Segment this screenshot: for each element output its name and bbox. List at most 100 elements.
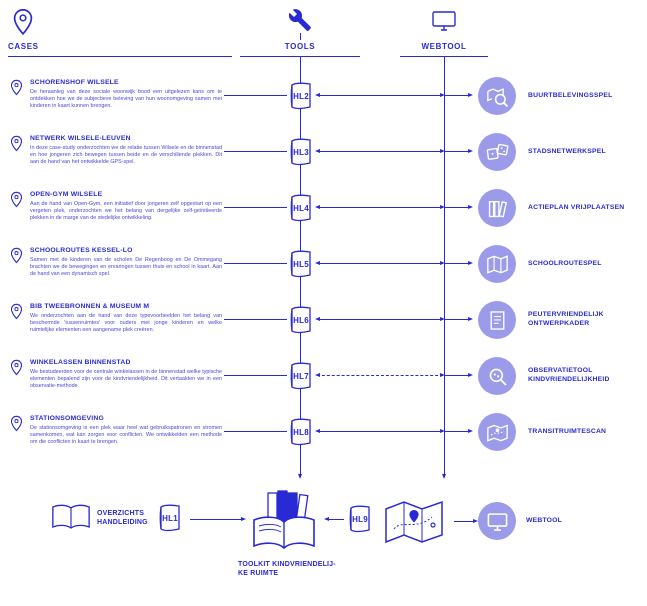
booklet-icon bbox=[290, 250, 311, 278]
hl-tag: HL6 bbox=[287, 305, 313, 335]
case-row: WINKELASSEN BINNENSTAD We bestudeerden v… bbox=[8, 357, 639, 410]
webtool-header-divider bbox=[400, 56, 488, 57]
right-arrow bbox=[445, 93, 473, 97]
hl-tag: HL4 bbox=[287, 193, 313, 223]
tool-label: BUURTBELEVINGSSPEL bbox=[528, 91, 613, 99]
hl-label: HL7 bbox=[293, 371, 309, 381]
tool-bubble bbox=[478, 301, 516, 339]
case-description: Aan de hand van Open-Gym, een initiatief… bbox=[30, 201, 222, 221]
hl-tag: HL9 bbox=[346, 504, 372, 534]
hl-tag: HL5 bbox=[287, 249, 313, 279]
map-pin-icon bbox=[10, 79, 23, 96]
case-description: Samen met de kinderen van de scholen De … bbox=[30, 257, 222, 277]
right-arrow bbox=[445, 205, 473, 209]
two-way-dashed-arrow bbox=[315, 373, 445, 377]
booklet-icon bbox=[159, 504, 180, 532]
map-pin-icon bbox=[10, 359, 23, 376]
tool-label: PEUTERVRIENDELIJK ONTWERPKADER bbox=[528, 311, 604, 327]
tool-bubble bbox=[478, 413, 516, 451]
case-title: NETWERK WILSELE-LEUVEN bbox=[30, 135, 131, 142]
tool-bubble bbox=[478, 77, 516, 115]
map-pin-icon bbox=[10, 135, 23, 152]
two-way-arrow bbox=[315, 93, 445, 97]
right-arrow bbox=[190, 517, 246, 521]
books-icon bbox=[488, 200, 507, 218]
toolkit-label: TOOLKIT KINDVRIENDELIJ-KE RUIMTE bbox=[238, 561, 336, 578]
tools-header: TOOLS bbox=[284, 42, 316, 51]
connector-line bbox=[224, 263, 287, 264]
case-title: BIB TWEEBRONNEN & MUSEUM M bbox=[30, 303, 150, 310]
tool-bubble bbox=[478, 357, 516, 395]
city-map-icon bbox=[385, 500, 443, 544]
hl-tag: HL2 bbox=[287, 81, 313, 111]
observation-magnifier-icon bbox=[489, 368, 507, 386]
hl-tag: HL7 bbox=[287, 361, 313, 391]
case-description: In deze case-study onderzochten we de re… bbox=[30, 145, 222, 165]
tool-bubble bbox=[478, 133, 516, 171]
hl-label: HL6 bbox=[293, 315, 309, 325]
booklet-icon bbox=[290, 138, 311, 166]
right-arrow bbox=[454, 519, 478, 523]
right-arrow bbox=[445, 429, 473, 433]
tool-label: TRANSITRUIMTESCAN bbox=[528, 427, 607, 435]
left-arrow bbox=[324, 517, 344, 521]
open-book-icon bbox=[52, 504, 90, 529]
map-pin-icon bbox=[10, 415, 23, 432]
manual-label: OVERZICHTS HANDLEIDING bbox=[97, 510, 148, 527]
webtool-header: WEBTOOL bbox=[421, 42, 467, 51]
webtool-label: WEBTOOL bbox=[526, 516, 563, 524]
booklet-icon bbox=[290, 194, 311, 222]
case-row: SCHORENSHOF WILSELE De heraanleg van dez… bbox=[8, 77, 639, 130]
case-title: WINKELASSEN BINNENSTAD bbox=[30, 359, 131, 366]
booklet-icon bbox=[290, 82, 311, 110]
connector-line bbox=[224, 375, 287, 376]
two-way-arrow bbox=[315, 261, 445, 265]
two-way-arrow bbox=[315, 149, 445, 153]
hl-tag: HL1 bbox=[156, 503, 182, 533]
cases-header-divider bbox=[8, 56, 232, 57]
connector-line bbox=[224, 207, 287, 208]
wrench-icon bbox=[288, 9, 311, 31]
case-description: We onderzochten aan de hand van deze typ… bbox=[30, 313, 222, 333]
connector-line bbox=[224, 151, 287, 152]
webtool-bubble bbox=[478, 502, 516, 540]
right-arrow bbox=[445, 317, 473, 321]
case-description: De stationsomgeving is een plek waar hee… bbox=[30, 425, 222, 445]
booklet-icon bbox=[349, 505, 370, 533]
tool-label: OBSERVATIETOOL KINDVRIENDELIJKHEID bbox=[528, 367, 610, 383]
case-description: We bestudeerden voor de centrale winkela… bbox=[30, 369, 222, 389]
case-title: SCHORENSHOF WILSELE bbox=[30, 79, 119, 86]
case-row: STATIONSOMGEVING De stationsomgeving is … bbox=[8, 413, 639, 466]
tool-label: ACTIEPLAN VRIJPLAATSEN bbox=[528, 203, 625, 211]
hl-label: HL2 bbox=[293, 91, 309, 101]
tool-bubble bbox=[478, 189, 516, 227]
dice-icon bbox=[486, 143, 508, 160]
tool-label: STADSNETWERKSPEL bbox=[528, 147, 606, 155]
hl-label: HL4 bbox=[293, 203, 309, 213]
folded-map-icon bbox=[486, 254, 508, 274]
monitor-icon bbox=[487, 512, 507, 531]
right-arrow bbox=[445, 261, 473, 265]
map-pin-icon bbox=[10, 191, 23, 208]
toolkit-book-icon bbox=[253, 490, 315, 550]
hl-label: HL8 bbox=[293, 427, 309, 437]
cases-header: CASES bbox=[8, 42, 39, 51]
two-way-arrow bbox=[315, 429, 445, 433]
right-arrow bbox=[445, 149, 473, 153]
case-row: NETWERK WILSELE-LEUVEN In deze case-stud… bbox=[8, 133, 639, 186]
connector-line bbox=[224, 319, 287, 320]
case-title: STATIONSOMGEVING bbox=[30, 415, 104, 422]
right-arrow bbox=[445, 373, 473, 377]
magnifier-map-icon bbox=[486, 87, 508, 107]
map-pin-icon bbox=[13, 9, 33, 36]
hl-tag: HL8 bbox=[287, 417, 313, 447]
hl-label: HL1 bbox=[162, 513, 178, 523]
two-way-arrow bbox=[315, 205, 445, 209]
case-row: OPEN-GYM WILSELE Aan de hand van Open-Gy… bbox=[8, 189, 639, 242]
monitor-icon bbox=[432, 11, 456, 31]
hl-label: HL9 bbox=[352, 514, 368, 524]
map-pin-icon bbox=[10, 303, 23, 320]
webtool-spine-line bbox=[442, 57, 446, 479]
transit-map-icon bbox=[486, 423, 508, 442]
